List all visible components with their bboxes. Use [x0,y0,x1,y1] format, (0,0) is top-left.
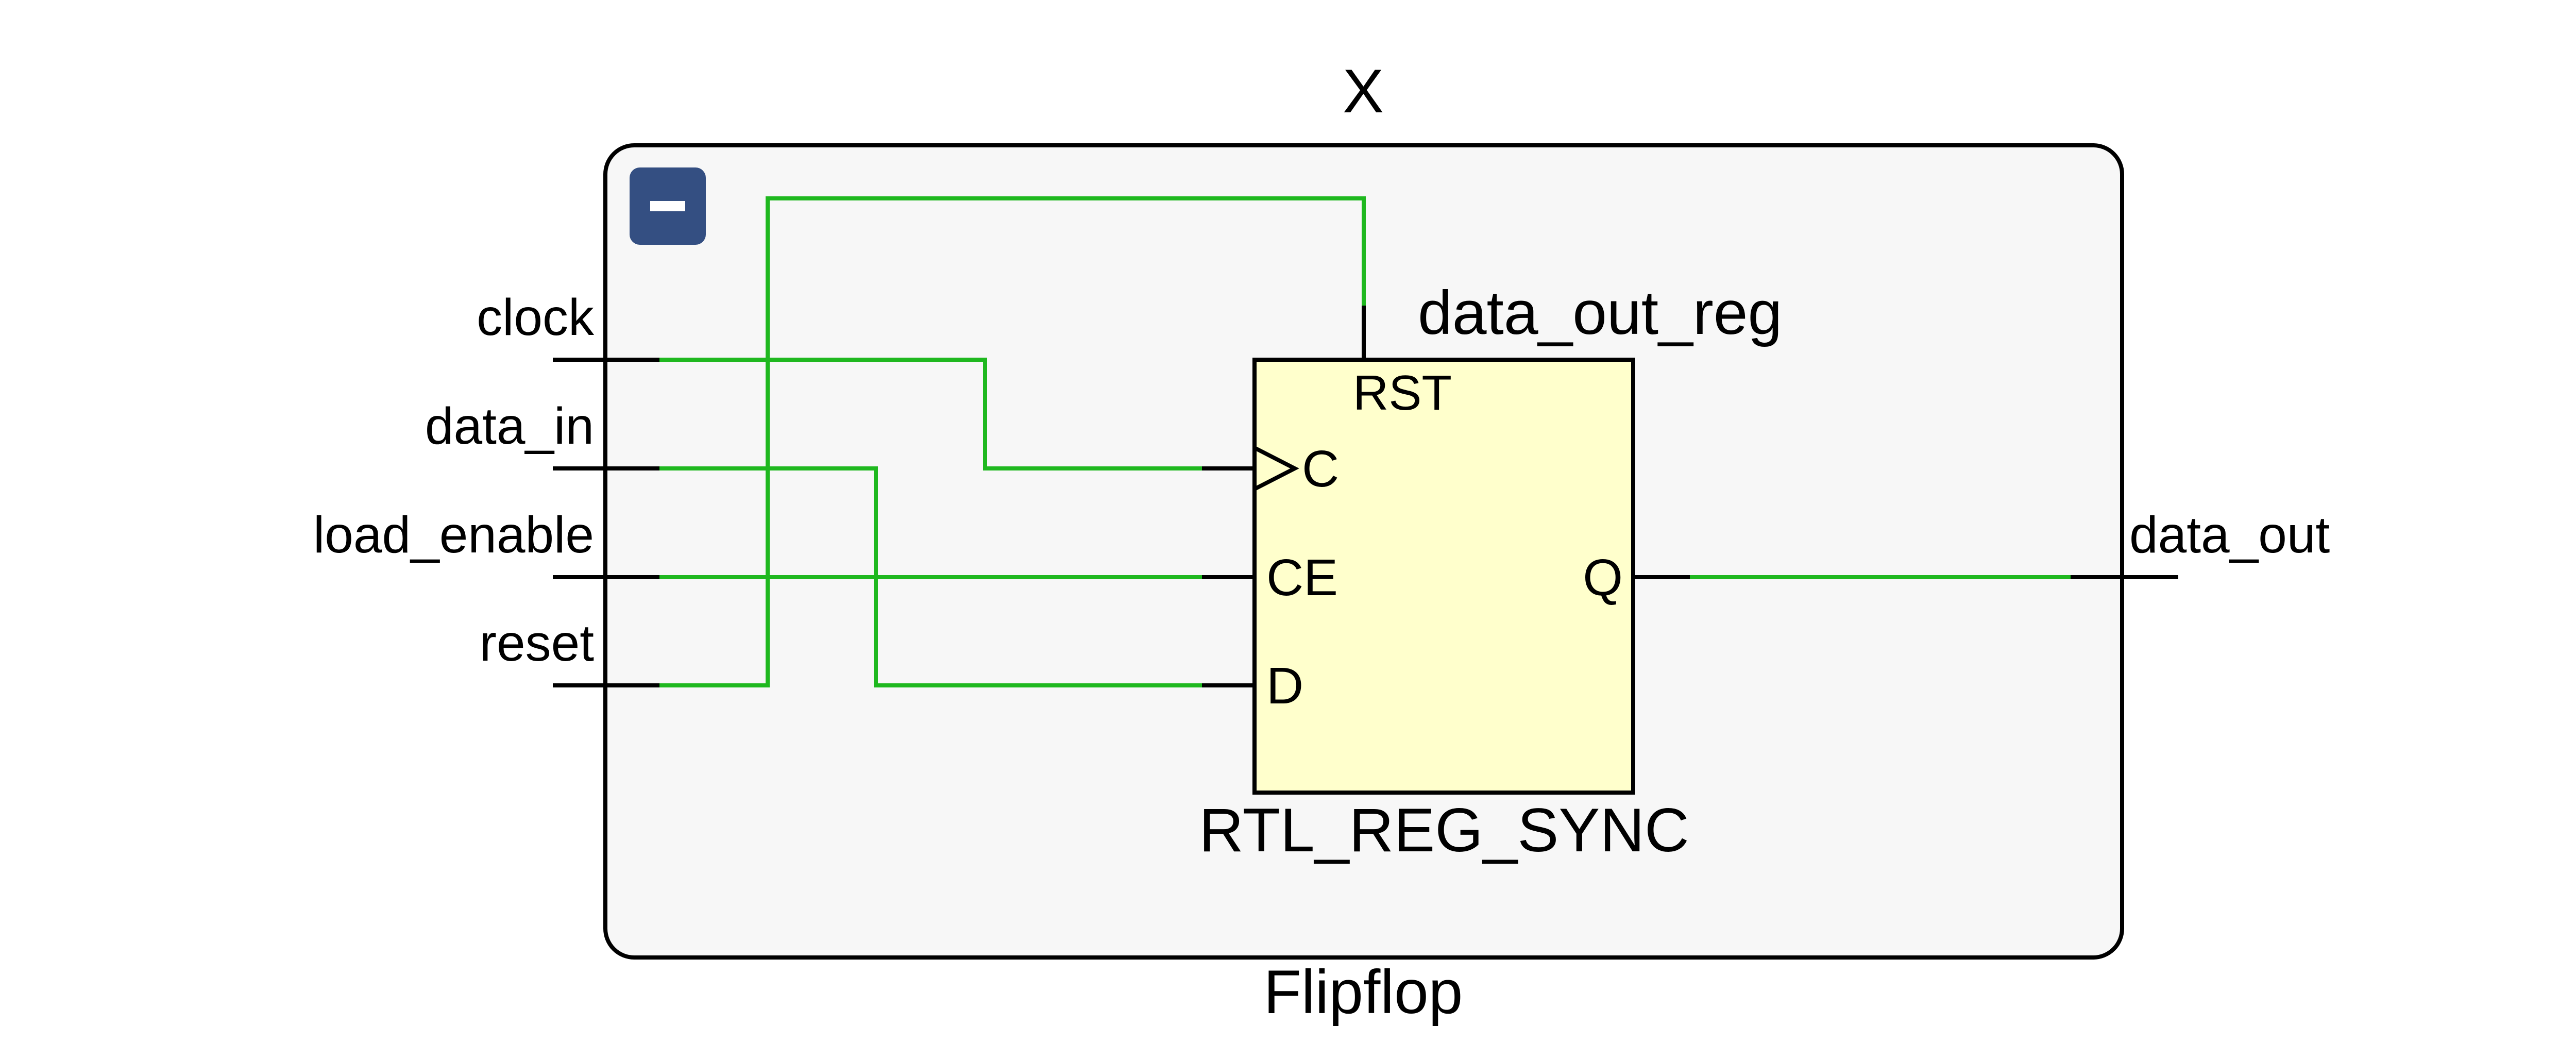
port-label-data-out: data_out [2129,506,2330,564]
port-label-clock: clock [477,289,595,346]
port-label-reset: reset [480,614,595,672]
pin-label-ce: CE [1266,549,1338,607]
pin-label-rst: RST [1353,365,1452,421]
port-label-load-enable: load_enable [313,506,594,564]
minus-icon [650,201,685,211]
collapse-button[interactable] [630,167,706,245]
module-subtitle: Flipflop [1264,957,1463,1027]
cell-type-name: RTL_REG_SYNC [1199,796,1689,865]
pin-label-c: C [1302,440,1339,498]
input-port-stubs [553,358,659,687]
register-cell[interactable]: RST C CE D Q [1202,306,1690,795]
cell-pin-stubs [1202,306,1690,687]
port-label-data-in: data_in [425,397,594,455]
net-clock[interactable] [659,358,1202,470]
nets [659,196,2071,687]
net-reset[interactable] [659,196,1366,687]
cell-instance-name: data_out_reg [1418,278,1782,347]
module-title: X [1343,57,1384,126]
register-body[interactable] [1252,358,1635,795]
pin-label-d: D [1266,657,1303,715]
pin-label-q: Q [1583,549,1623,607]
clock-triangle-icon [1255,446,1299,491]
